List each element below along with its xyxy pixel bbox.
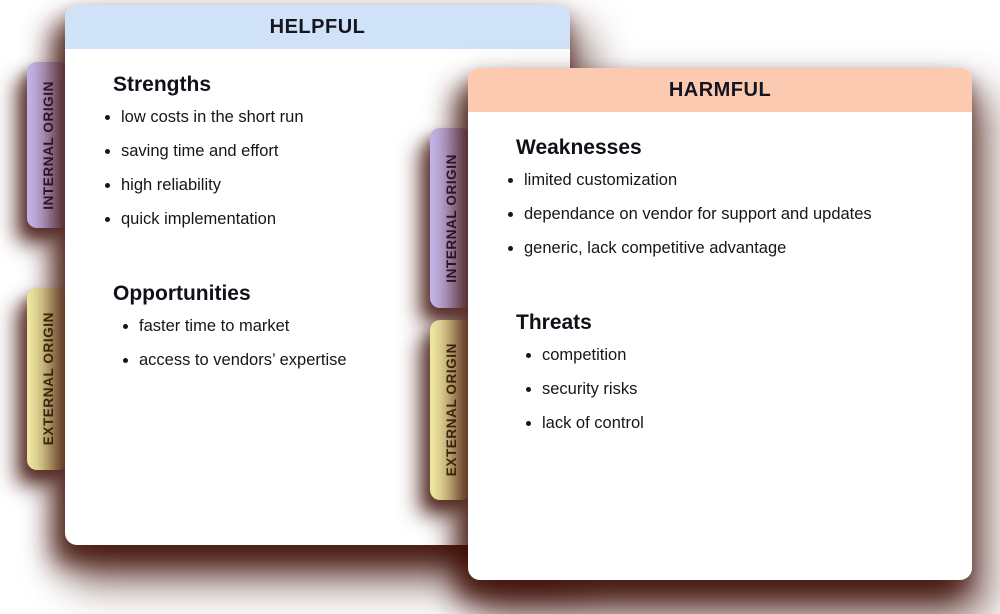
strengths-list: low costs in the short run saving time a… <box>103 107 546 230</box>
list-item: saving time and effort <box>121 141 546 162</box>
list-item: lack of control <box>542 413 948 434</box>
harmful-internal-origin-tab: INTERNAL ORIGIN <box>430 128 472 308</box>
strengths-section: Strengths low costs in the short run sav… <box>103 73 546 230</box>
harmful-header: HARMFUL <box>468 68 972 112</box>
external-origin-label: EXTERNAL ORIGIN <box>40 312 56 446</box>
helpful-header: HELPFUL <box>65 5 570 49</box>
internal-origin-label: INTERNAL ORIGIN <box>443 153 459 283</box>
harmful-card-body: Weaknesses limited customization dependa… <box>468 112 972 434</box>
threats-list: competition security risks lack of contr… <box>506 345 948 434</box>
external-origin-label: EXTERNAL ORIGIN <box>443 343 459 477</box>
list-item: competition <box>542 345 948 366</box>
helpful-external-origin-tab: EXTERNAL ORIGIN <box>27 288 69 470</box>
opportunities-title: Opportunities <box>113 282 251 305</box>
threats-section: Threats competition security risks lack … <box>506 311 948 434</box>
harmful-card: HARMFUL Weaknesses limited customization… <box>468 68 972 580</box>
list-item: faster time to market <box>139 316 546 337</box>
weaknesses-section: Weaknesses limited customization dependa… <box>506 136 948 259</box>
list-item: security risks <box>542 379 948 400</box>
weaknesses-list: limited customization dependance on vend… <box>506 170 948 259</box>
opportunities-section: Opportunities faster time to market acce… <box>103 282 546 371</box>
weaknesses-title: Weaknesses <box>516 136 642 159</box>
list-item: low costs in the short run <box>121 107 546 128</box>
helpful-internal-origin-tab: INTERNAL ORIGIN <box>27 62 69 228</box>
list-item: limited customization <box>524 170 948 191</box>
list-item: generic, lack competitive advantage <box>524 238 948 259</box>
threats-title: Threats <box>516 311 592 334</box>
helpful-card-body: Strengths low costs in the short run sav… <box>65 49 570 371</box>
internal-origin-label: INTERNAL ORIGIN <box>40 80 56 210</box>
strengths-title: Strengths <box>113 73 212 96</box>
list-item: quick implementation <box>121 209 546 230</box>
harmful-external-origin-tab: EXTERNAL ORIGIN <box>430 320 472 500</box>
list-item: high reliability <box>121 175 546 196</box>
list-item: access to vendors’ expertise <box>139 350 546 371</box>
list-item: dependance on vendor for support and upd… <box>524 204 948 225</box>
opportunities-list: faster time to market access to vendors’… <box>103 316 546 371</box>
